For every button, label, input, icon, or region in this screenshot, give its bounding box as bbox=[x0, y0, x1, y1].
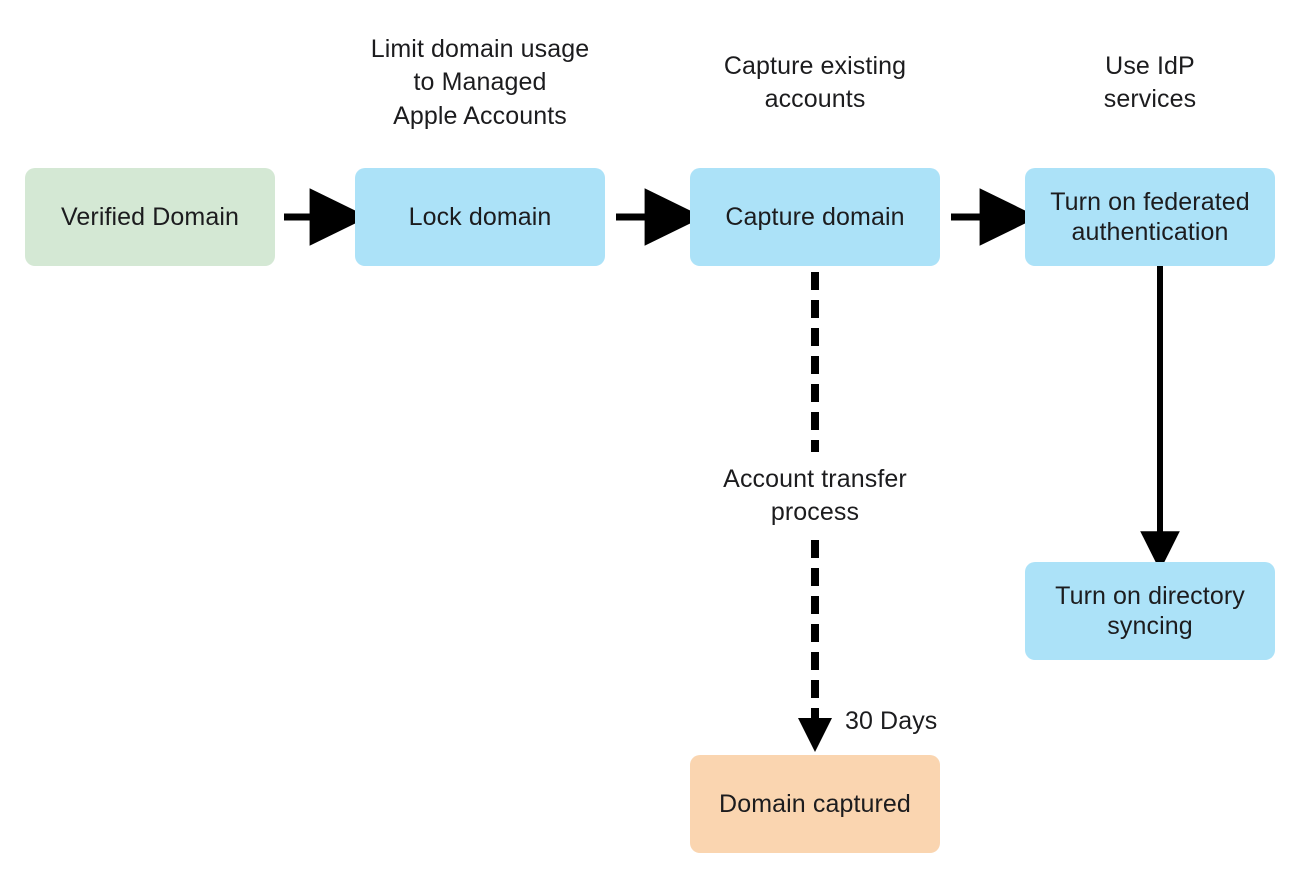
caption-lock-domain: Limit domain usage to Managed Apple Acco… bbox=[370, 35, 590, 130]
node-turn-on-directory-syncing[interactable]: Turn on directory syncing bbox=[1025, 562, 1275, 660]
caption-federated-auth: Use IdP services bbox=[1103, 52, 1197, 114]
node-verified-domain[interactable]: Verified Domain bbox=[25, 168, 275, 266]
node-capture-domain[interactable]: Capture domain bbox=[690, 168, 940, 266]
node-lock-domain[interactable]: Lock domain bbox=[355, 168, 605, 266]
caption-capture-domain: Capture existing accounts bbox=[723, 52, 907, 114]
edge-label-30-days: 30 Days bbox=[845, 707, 938, 735]
node-turn-on-federated-authentication[interactable]: Turn on federated authentication bbox=[1025, 168, 1275, 266]
node-domain-captured[interactable]: Domain captured bbox=[690, 755, 940, 853]
dashed-arrow-head bbox=[798, 718, 832, 752]
edge-label-account-transfer-process: Account transfer process bbox=[723, 465, 907, 527]
